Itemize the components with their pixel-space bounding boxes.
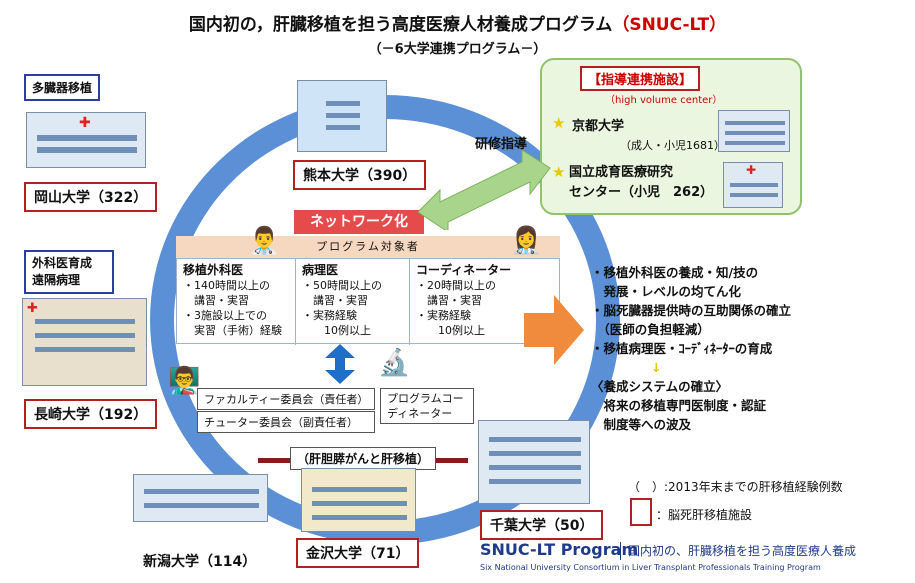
guidance-arrow-icon xyxy=(418,150,551,230)
university-chiba: 千葉大学（50） xyxy=(480,510,604,540)
col-line: ・20時間以上の xyxy=(416,279,496,292)
ncchd-line1: 国立成育医療研究 xyxy=(569,165,674,180)
tutor-committee: チューター委員会（副責任者） xyxy=(197,411,375,433)
okayama-building-icon: ✚ xyxy=(26,112,146,168)
guidance-panel-title: 【指導連携施設】 xyxy=(580,66,701,91)
ncchd-line2: センター（小児 262） xyxy=(569,185,714,200)
footer-english: Six National University Consortium in Li… xyxy=(480,563,821,572)
niigata-building-icon xyxy=(133,474,268,522)
col-line: 講習・実習 xyxy=(302,294,368,307)
program-col-pathologist: 病理医 ・50時間以上の 講習・実習 ・実務経験 10例以上 xyxy=(295,259,409,345)
program-col-coordinator: コーディネーター ・20時間以上の 講習・実習 ・実務経験 10例以上 xyxy=(409,259,559,345)
col-line: ・50時間以上の xyxy=(302,279,382,292)
diagram-title: 国内初の，肝臓移植を担う高度医療人材養成プログラム（SNUC-LT） xyxy=(0,10,915,35)
legend-count: （ ）:2013年末までの肝移植経験例数 xyxy=(628,480,843,494)
outcome-line: ・脳死臓器提供時の互助関係の確立 xyxy=(591,303,792,318)
outcome-arrow-icon xyxy=(524,295,584,365)
col-line: 講習・実習 xyxy=(183,294,249,307)
program-table: 移植外科医 ・140時間以上の 講習・実習 ・3施設以上での 実習（手術）経験 … xyxy=(176,258,560,345)
ncchd-name: 国立成育医療研究 センター（小児 262） xyxy=(569,163,713,203)
outcome-line: 制度等への波及 xyxy=(591,417,692,432)
col-head: コーディネーター xyxy=(416,263,512,277)
col-head: 病理医 xyxy=(302,263,339,277)
university-kanazawa: 金沢大学（71） xyxy=(296,538,420,568)
label-surgical-line1: 外科医育成 xyxy=(32,256,93,270)
chiba-building-icon xyxy=(478,420,590,504)
university-nagasaki: 長崎大学（192） xyxy=(24,399,158,429)
double-arrow-icon xyxy=(325,344,355,384)
diagram-subtitle: （－6大学連携プログラム－） xyxy=(368,42,547,57)
researcher-icon: 🔬 xyxy=(378,348,411,378)
ncchd-building-icon: ✚ xyxy=(723,162,783,208)
title-accent: （SNUC-LT） xyxy=(612,15,727,35)
col-head: 移植外科医 xyxy=(183,263,244,277)
legend-box-swatch xyxy=(630,498,652,526)
kumamoto-building-icon xyxy=(297,80,387,152)
legend-box: ：脳死肝移植施設 xyxy=(656,508,753,522)
col-line: ・実務経験 xyxy=(302,309,357,322)
col-line: 講習・実習 xyxy=(416,294,482,307)
label-surgical-remote: 外科医育成 遠隔病理 xyxy=(24,250,114,294)
kyoto-name: 京都大学 xyxy=(572,119,625,134)
outcome-line: ・移植病理医・ｺｰﾃﾞｨﾈｰﾀｰの育成 xyxy=(591,341,773,356)
university-okayama: 岡山大学（322） xyxy=(24,182,158,212)
university-niigata: 新潟大学（114） xyxy=(143,554,257,570)
guidance-panel-sub: （high volume center） xyxy=(605,95,723,106)
title-main: 国内初の，肝臓移植を担う高度医療人材養成プログラム xyxy=(188,15,613,35)
surgeon-icon: 👨‍⚕️ xyxy=(248,226,281,256)
program-coordinator: プログラムコー ディネーター xyxy=(380,388,474,424)
nagasaki-building-icon: ✚ xyxy=(22,298,147,386)
col-line: 10例以上 xyxy=(302,324,371,337)
coordinator-line2: ディネーター xyxy=(387,407,453,420)
kanazawa-building-icon xyxy=(301,468,416,532)
outcome-line: 発展・レベルの均てん化 xyxy=(591,284,742,299)
specialty-label: （肝胆膵がんと肝移植） xyxy=(290,447,437,470)
star-icon: ★ xyxy=(552,114,566,132)
kyoto-detail: （成人・小児1681） xyxy=(620,139,725,152)
nurse-icon: 👩‍⚕️ xyxy=(510,226,543,256)
faculty-icon: 👨‍🏫 xyxy=(168,366,201,396)
training-guidance-label: 研修指導 xyxy=(475,137,528,152)
outcome-line: ・移植外科医の養成・知/技の xyxy=(591,265,759,280)
program-col-surgeon: 移植外科医 ・140時間以上の 講習・実習 ・3施設以上での 実習（手術）経験 xyxy=(177,259,295,345)
footer-logo: SNUC-LT Program xyxy=(480,540,639,559)
outcome-line: 将来の移植専門医制度・認証 xyxy=(591,398,767,413)
outcome-list: ・移植外科医の養成・知/技の 発展・レベルの均てん化 ・脳死臓器提供時の互助関係… xyxy=(591,263,841,434)
network-banner: ネットワーク化 xyxy=(294,210,424,234)
kyoto-building-icon xyxy=(718,110,790,152)
footer-tagline: 国内初の、肝臓移植を担う高度医療人養成 xyxy=(628,544,857,558)
outcome-line: （医師の負担軽減） xyxy=(591,322,710,337)
outcome-line: 〈養成システムの確立〉 xyxy=(591,379,729,394)
star-icon: ★ xyxy=(552,163,566,181)
col-line: ・140時間以上の xyxy=(183,279,270,292)
coordinator-line1: プログラムコー xyxy=(387,392,464,405)
footer-divider xyxy=(620,542,621,560)
col-line: ・3施設以上での xyxy=(183,309,267,322)
outcome-down-arrow: ↓ xyxy=(651,360,662,375)
label-surgical-line2: 遠隔病理 xyxy=(32,273,81,287)
col-line: ・実務経験 xyxy=(416,309,471,322)
col-line: 実習（手術）経験 xyxy=(183,324,282,337)
university-kumamoto: 熊本大学（390） xyxy=(293,160,427,190)
program-header: プログラム対象者 xyxy=(176,236,560,258)
faculty-committee: ファカルティー委員会（責任者） xyxy=(197,388,375,410)
label-multi-organ: 多臓器移植 xyxy=(24,74,101,101)
col-line: 10例以上 xyxy=(416,324,485,337)
